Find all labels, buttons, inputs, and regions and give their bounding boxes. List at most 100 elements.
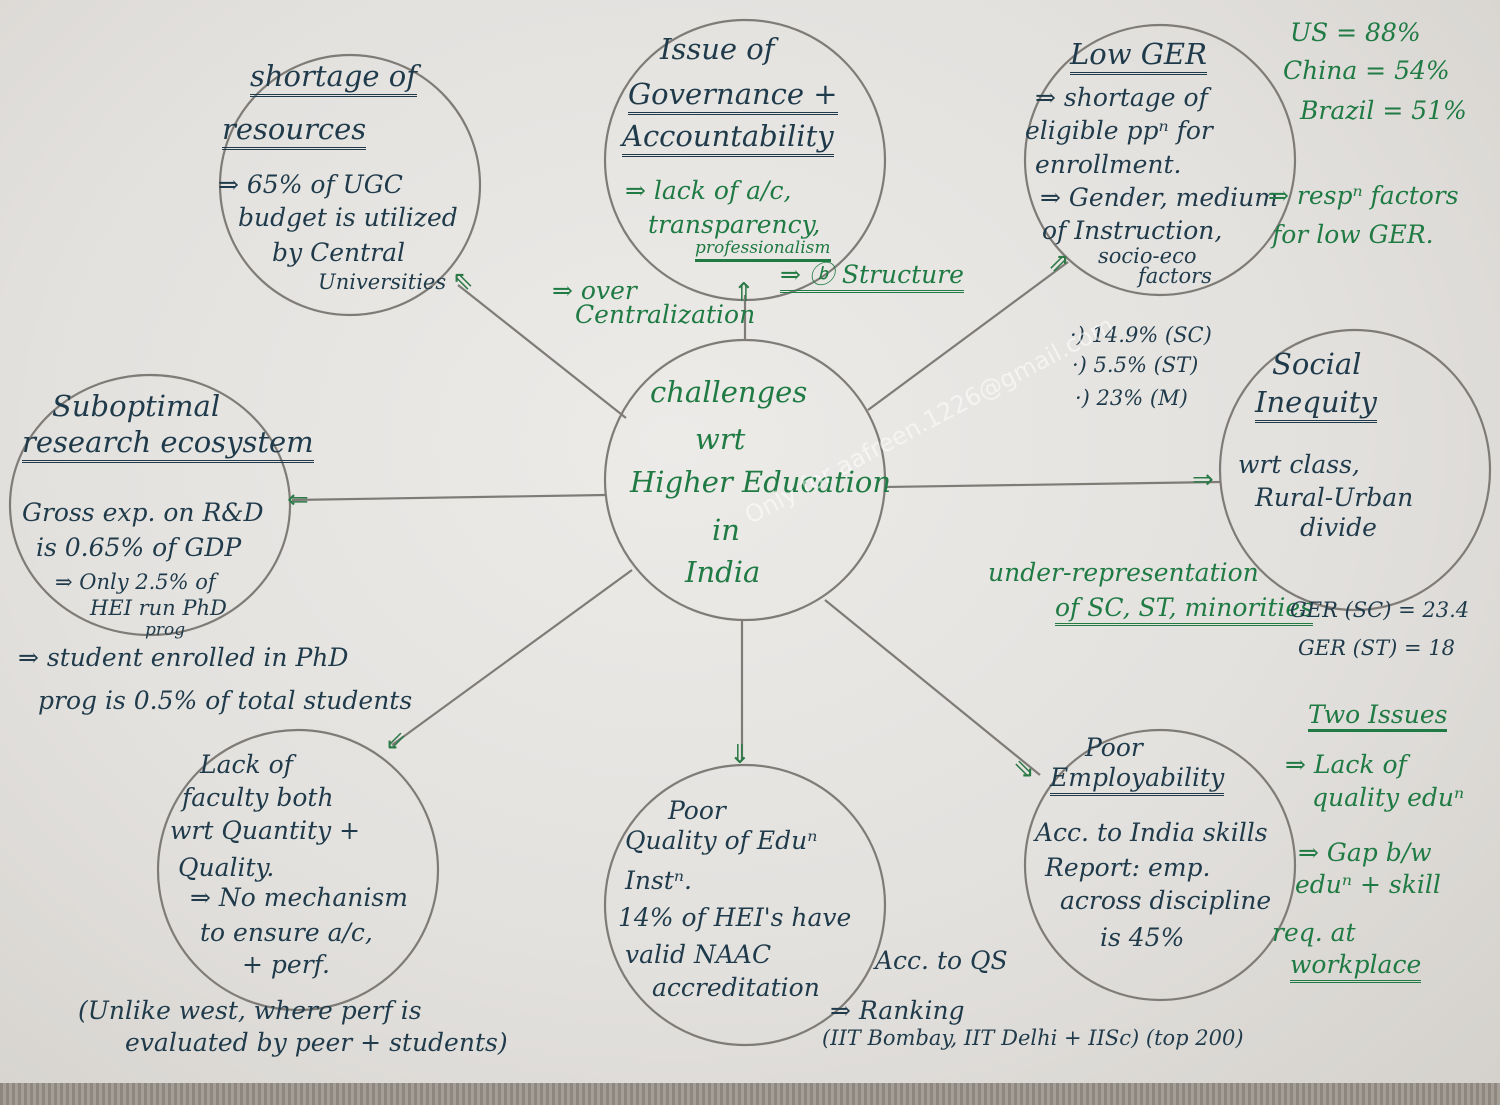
research-body-5: prog	[145, 620, 186, 640]
employability-issue-6: workplace	[1290, 952, 1422, 983]
resources-body-1: ⇒ 65% of UGC	[218, 170, 403, 199]
inequity-under-2: of SC, ST, minorities	[1055, 595, 1313, 626]
inequity-body-3: divide	[1300, 513, 1377, 542]
governance-title-3: Accountability	[622, 122, 834, 157]
governance-central-1: ⇒ over	[552, 276, 637, 305]
resources-title-1: shortage of	[250, 62, 417, 97]
employability-issue-2: quality eduⁿ	[1312, 783, 1465, 812]
inequity-stat-2: ·) 5.5% (ST)	[1072, 353, 1199, 377]
research-body-1: Gross exp. on R&D	[22, 498, 264, 527]
resources-body-3: by Central	[272, 238, 405, 267]
circle-inequity	[1218, 328, 1492, 612]
employability-issue-3: ⇒ Gap b/w	[1298, 838, 1432, 867]
research-title-2: research ecosystem	[22, 428, 314, 463]
employability-body-2: Report: emp.	[1045, 853, 1211, 882]
faculty-title-1: Lack of	[200, 750, 293, 779]
arrowhead-ger-icon: ⇗	[1048, 248, 1070, 278]
inequity-ger-st: GER (ST) = 18	[1298, 636, 1456, 660]
research-body-4: HEI run PhD	[90, 596, 227, 620]
research-note-2: prog is 0.5% of total students	[38, 686, 413, 715]
arrowhead-faculty-icon: ⇙	[385, 726, 407, 756]
resources-body-4: Universities	[318, 270, 447, 294]
quality-title-1: Poor	[668, 796, 726, 825]
faculty-title-4: Quality.	[178, 853, 275, 882]
inequity-body-2: Rural-Urban	[1255, 483, 1414, 512]
inequity-stat-1: ·) 14.9% (SC)	[1070, 323, 1212, 347]
inequity-stat-3: ·) 23% (M)	[1075, 386, 1188, 410]
arrowhead-inequity-icon: ⇒	[1192, 465, 1214, 495]
line-to-resources	[457, 284, 627, 419]
quality-body-1: 14% of HEI's have	[618, 903, 852, 932]
faculty-note-1: (Unlike west, where perf is	[78, 996, 422, 1025]
ger-body-2: eligible ppⁿ for	[1025, 116, 1213, 145]
ger-body-5: of Instruction,	[1042, 216, 1223, 245]
quality-body-2: valid NAAC	[625, 940, 772, 969]
arrowhead-research-icon: ⇐	[287, 485, 309, 515]
circle-resources	[218, 53, 482, 317]
center-line-4: in	[712, 513, 740, 547]
arrowhead-quality-icon: ⇓	[729, 740, 751, 770]
employability-issues-title: Two Issues	[1308, 702, 1448, 732]
employability-title-2: Employability	[1050, 765, 1225, 796]
research-body-2: is 0.65% of GDP	[36, 533, 242, 562]
ger-body-3: enrollment.	[1035, 150, 1182, 179]
carpet-edge	[0, 1083, 1500, 1105]
governance-body-3: professionalism	[695, 240, 831, 262]
circle-ger	[1023, 23, 1297, 297]
inequity-title-1: Social	[1272, 347, 1362, 381]
center-line-5: India	[685, 555, 761, 589]
research-title-1: Suboptimal	[52, 389, 221, 423]
center-line-2: wrt	[695, 422, 746, 456]
inequity-body-1: wrt class,	[1238, 450, 1360, 479]
ger-reason-2: for low GER.	[1272, 220, 1434, 249]
governance-body-2: transparency,	[648, 210, 821, 239]
resources-body-2: budget is utilized	[238, 203, 458, 232]
faculty-title-2: faculty both	[182, 783, 334, 812]
research-note-1: ⇒ student enrolled in PhD	[18, 643, 349, 672]
inequity-under-1: under-representation	[988, 558, 1259, 587]
governance-central-2: Centralization	[575, 300, 756, 329]
line-to-research	[291, 493, 606, 502]
ger-body-7: factors	[1138, 264, 1212, 288]
arrowhead-employability-icon: ⇘	[1013, 754, 1035, 784]
circle-employability	[1023, 728, 1297, 1002]
quality-qs-1: Acc. to QS	[875, 946, 1008, 975]
line-to-ger	[867, 261, 1069, 411]
governance-title-2: Governance +	[628, 80, 838, 115]
quality-qs-2: ⇒ Ranking	[830, 996, 965, 1025]
employability-body-3: across discipline	[1060, 886, 1272, 915]
governance-body-1: ⇒ lack of a/c,	[625, 176, 792, 205]
faculty-body-2: to ensure a/c,	[200, 918, 373, 947]
ger-title: Low GER	[1070, 40, 1207, 75]
arrowhead-resources-icon: ⇖	[452, 266, 474, 296]
ger-body-4: ⇒ Gender, medium	[1040, 183, 1278, 212]
ger-stat-1: US = 88%	[1290, 18, 1421, 47]
ger-body-6: socio-eco	[1098, 244, 1197, 268]
employability-issue-4: eduⁿ + skill	[1295, 870, 1441, 899]
circle-quality	[603, 763, 887, 1047]
circle-faculty	[156, 728, 440, 1012]
arrowhead-governance-icon: ⇑	[733, 278, 755, 308]
ger-reason-1: ⇒ respⁿ factors	[1268, 181, 1459, 210]
faculty-note-2: evaluated by peer + students)	[125, 1028, 508, 1057]
line-to-faculty	[391, 569, 633, 746]
center-line-1: challenges	[650, 375, 808, 409]
circle-research	[8, 373, 292, 637]
inequity-title-2: Inequity	[1255, 388, 1377, 423]
line-to-employability	[824, 599, 1041, 776]
ger-body-1: ⇒ shortage of	[1035, 83, 1208, 112]
quality-title-2: Quality of Eduⁿ	[625, 826, 818, 855]
resources-title-2: resources	[222, 115, 367, 150]
faculty-title-3: wrt Quantity +	[170, 816, 361, 845]
employability-issue-1: ⇒ Lack of	[1285, 750, 1407, 779]
ger-stat-2: China = 54%	[1283, 56, 1450, 85]
inequity-ger-sc: GER (SC) = 23.4	[1290, 598, 1470, 622]
quality-title-3: Instⁿ.	[625, 866, 692, 895]
quality-qs-3: (IIT Bombay, IIT Delhi + IISc) (top 200)	[822, 1026, 1244, 1050]
faculty-body-3: + perf.	[242, 950, 330, 979]
governance-structure: ⇒ ⓑ Structure	[780, 262, 964, 293]
quality-body-3: accreditation	[652, 973, 820, 1002]
employability-body-4: is 45%	[1100, 923, 1185, 952]
